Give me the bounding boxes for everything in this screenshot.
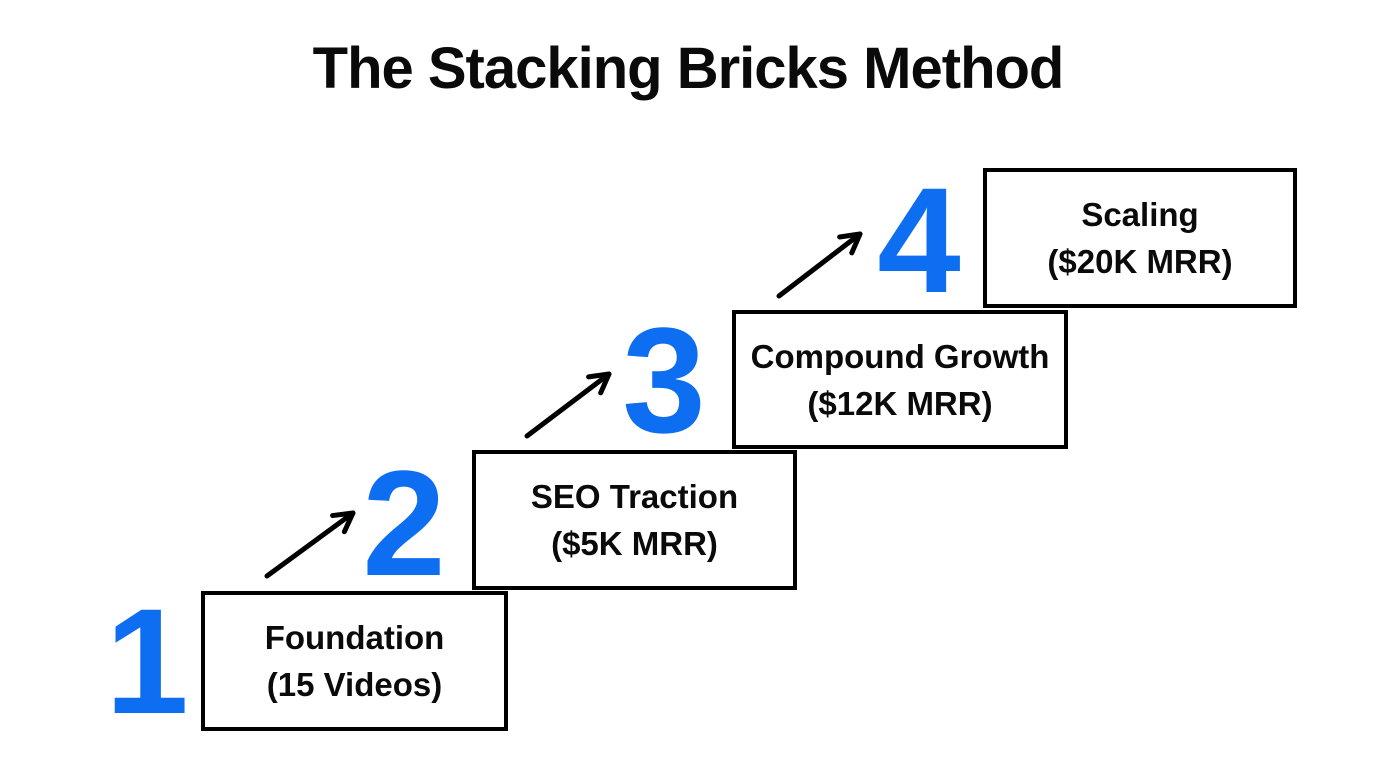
step-2-label: SEO Traction — [530, 478, 739, 515]
step-2-box: SEO Traction ($5K MRR) — [472, 450, 797, 590]
step-4-label: Scaling — [1081, 196, 1199, 233]
step-4-box: Scaling ($20K MRR) — [983, 168, 1297, 308]
step-3-sublabel: ($12K MRR) — [807, 384, 993, 422]
step-1-label: Foundation — [264, 619, 445, 656]
diagram-title: The Stacking Bricks Method — [312, 36, 1065, 101]
step-2-sublabel: ($5K MRR) — [551, 525, 718, 562]
step-1-sublabel: (15 Videos) — [266, 666, 443, 703]
step-3-label: Compound Growth — [750, 337, 1050, 375]
arrow-up-right-icon — [776, 231, 863, 299]
step-3-number: 3 — [622, 296, 705, 464]
step-1-box: Foundation (15 Videos) — [201, 591, 508, 731]
step-2-number: 2 — [362, 439, 445, 607]
arrow-up-right-icon — [524, 371, 612, 439]
step-3-box: Compound Growth ($12K MRR) — [732, 310, 1068, 449]
step-1-number: 1 — [105, 577, 188, 745]
arrow-up-right-icon — [264, 510, 356, 579]
step-4-number: 4 — [877, 156, 960, 324]
step-4-sublabel: ($20K MRR) — [1047, 243, 1233, 280]
